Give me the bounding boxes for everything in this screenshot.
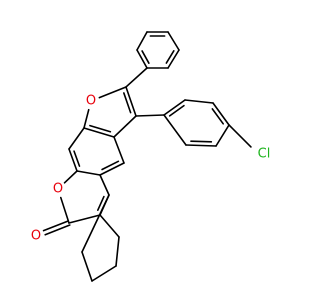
bond-23	[99, 214, 120, 238]
atom-carbonyl-oxygen: O	[28, 228, 44, 244]
background	[0, 0, 300, 300]
bond-2-inner	[165, 49, 175, 64]
bond-16	[113, 136, 125, 164]
furan-oxygen-label: O	[86, 94, 96, 109]
atom-ring-oxygen: O	[50, 181, 66, 197]
bond-6	[125, 67, 148, 88]
bond-4	[136, 49, 148, 69]
bond-15-inner	[101, 160, 120, 171]
bond-7	[98, 86, 127, 99]
bond-10-inner	[89, 124, 112, 133]
bond-29	[163, 99, 186, 116]
bond-24	[115, 236, 120, 267]
bond-12	[68, 127, 85, 150]
bond-layer	[42, 31, 252, 282]
bond-11	[83, 108, 90, 129]
ring-oxygen-label: O	[53, 182, 63, 197]
bond-21	[99, 174, 110, 196]
bond-4-inner	[141, 50, 150, 64]
bond-2	[167, 49, 180, 69]
bond-22-b	[44, 224, 71, 236]
atom-chlorine: Cl	[253, 145, 277, 163]
bond-8	[125, 86, 137, 117]
bond-8-inner	[123, 92, 132, 114]
bond-17	[63, 170, 78, 184]
bond-32	[215, 124, 230, 147]
bond-31	[212, 102, 230, 126]
atom-furan-oxygen: O	[83, 93, 99, 109]
bond-20-inner	[96, 195, 105, 211]
molecule-structure: O O O Cl	[0, 0, 300, 300]
carbonyl-oxygen-label: O	[31, 229, 41, 244]
bond-34	[163, 114, 187, 146]
bond-19	[68, 214, 101, 224]
structure-canvas: O O O Cl	[0, 0, 300, 300]
bond-10	[83, 127, 115, 138]
bond-33	[185, 144, 217, 147]
bond-15	[99, 162, 125, 176]
bond-27	[81, 194, 110, 253]
bond-22	[42, 220, 69, 232]
bond-26	[81, 251, 93, 282]
bond-9	[113, 115, 137, 138]
bond-25	[91, 265, 117, 282]
bond-33-inner	[190, 140, 213, 143]
bond-13	[68, 148, 78, 172]
bond-5	[136, 31, 148, 51]
bond-30	[184, 99, 214, 104]
bond-31-inner	[211, 108, 225, 125]
bond-29-inner	[168, 104, 185, 117]
bond-18	[59, 196, 70, 224]
bond-35	[228, 124, 252, 148]
chlorine-label: Cl	[258, 147, 271, 162]
bond-13-inner	[73, 150, 81, 167]
bond-28	[135, 114, 165, 117]
bond-1	[167, 31, 180, 51]
bond-14	[76, 170, 101, 176]
